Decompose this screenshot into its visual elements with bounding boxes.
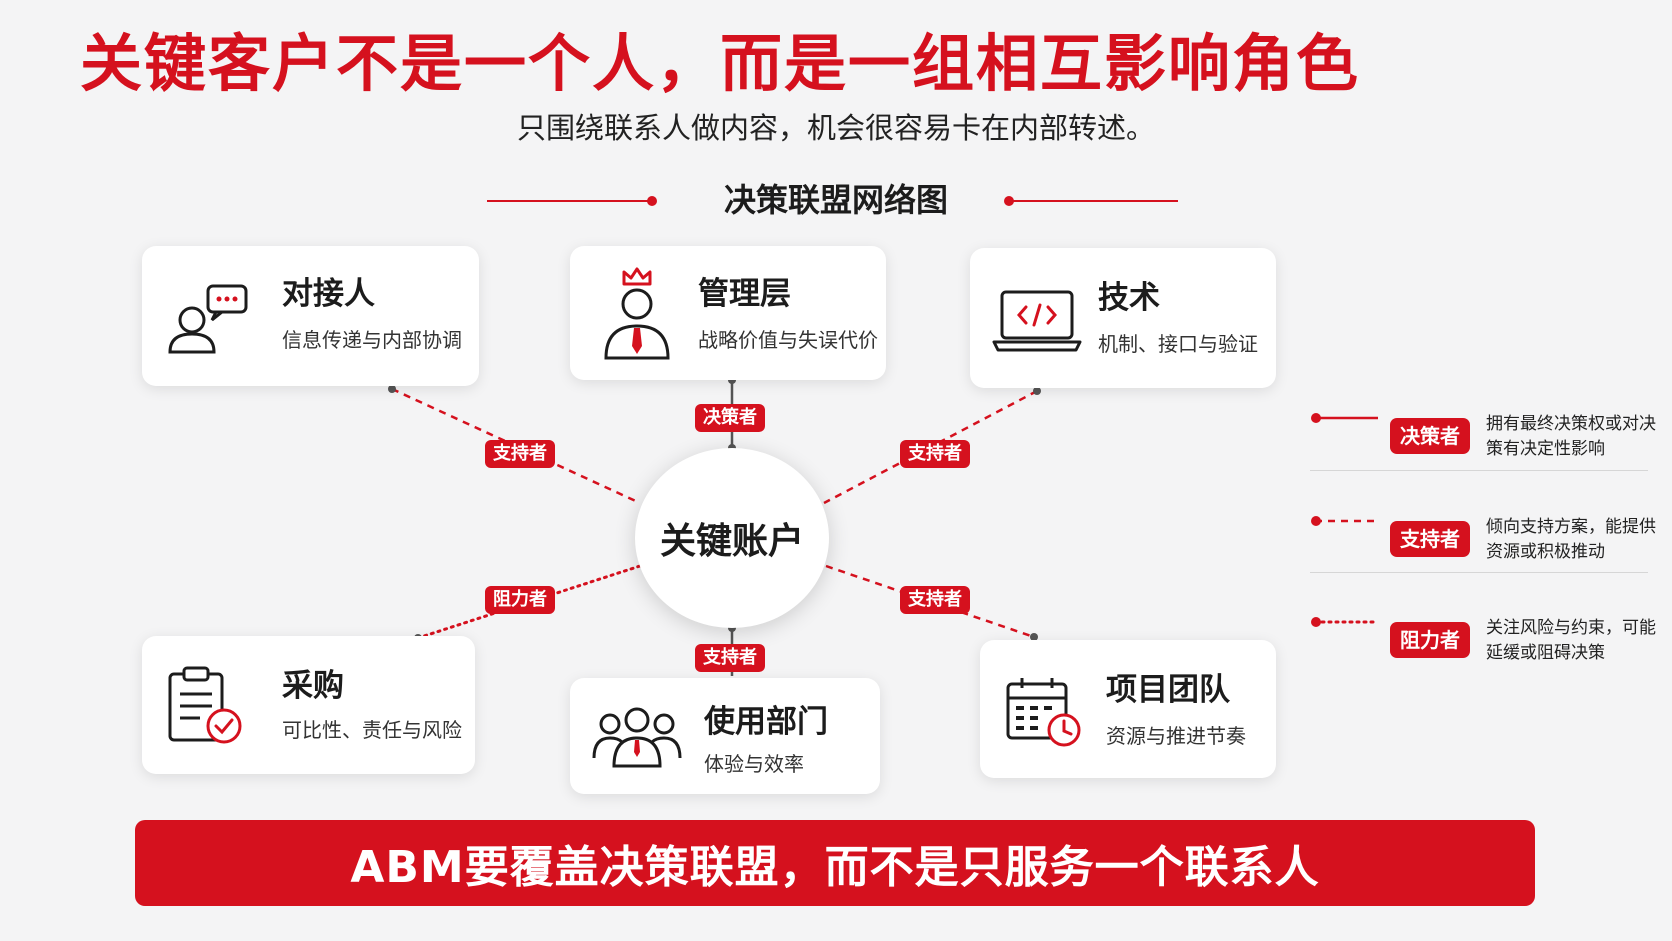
role-desc: 可比性、责任与风险 xyxy=(282,718,462,742)
relation-tag-users: 支持者 xyxy=(695,644,765,672)
role-title: 对接人 xyxy=(282,276,375,312)
team-group-icon xyxy=(592,707,682,768)
role-card-tech: 技术 机制、接口与验证 xyxy=(970,248,1276,388)
role-title: 项目团队 xyxy=(1106,672,1230,708)
legend-desc: 倾向支持方案，能提供资源或积极推动 xyxy=(1486,517,1656,562)
role-desc: 资源与推进节奏 xyxy=(1106,724,1246,748)
page-title: 关键客户不是一个人，而是一组相互影响角色 xyxy=(79,27,1360,100)
legend-item-supporter: 支持者 倾向支持方案，能提供资源或积极推动 xyxy=(1310,501,1656,581)
legend-divider xyxy=(1310,572,1648,573)
role-card-procurement: 采购 可比性、责任与风险 xyxy=(142,636,475,774)
page-subtitle: 只围绕联系人做内容，机会很容易卡在内部转述。 xyxy=(516,111,1155,145)
role-title: 管理层 xyxy=(698,276,791,312)
calendar-clock-icon xyxy=(1006,678,1081,747)
role-card-project: 项目团队 资源与推进节奏 xyxy=(980,640,1276,778)
conclusion-banner: ABM要覆盖决策联盟，而不是只服务一个联系人 xyxy=(135,820,1535,906)
section-divider-dot-right xyxy=(1004,196,1014,206)
role-desc: 信息传递与内部协调 xyxy=(282,328,462,352)
role-card-contact: 对接人 信息传递与内部协调 xyxy=(142,246,479,386)
relation-tag-management: 决策者 xyxy=(695,404,765,432)
section-title: 决策联盟网络图 xyxy=(723,181,948,219)
legend-desc: 拥有最终决策权或对决策有决定性影响 xyxy=(1486,414,1656,459)
relation-tag-tech: 支持者 xyxy=(900,440,970,468)
section-divider-left xyxy=(487,200,652,202)
clipboard-check-icon xyxy=(168,666,242,744)
relation-tag-procurement: 阻力者 xyxy=(485,586,555,614)
relation-tag-contact: 支持者 xyxy=(485,440,555,468)
legend-item-blocker: 阻力者 关注风险与约束，可能延缓或阻碍决策 xyxy=(1310,602,1656,682)
role-title: 使用部门 xyxy=(704,704,828,740)
crowned-executive-icon xyxy=(604,267,670,360)
code-laptop-icon xyxy=(992,290,1082,352)
legend-divider xyxy=(1310,470,1648,471)
role-title: 技术 xyxy=(1098,280,1160,316)
role-card-users: 使用部门 体验与效率 xyxy=(570,678,880,794)
legend-badge: 支持者 xyxy=(1390,521,1470,557)
role-card-management: 管理层 战略价值与失误代价 xyxy=(570,246,886,380)
relation-tag-project: 支持者 xyxy=(900,586,970,614)
legend-desc: 关注风险与约束，可能延缓或阻碍决策 xyxy=(1486,618,1656,663)
legend-item-decider: 决策者 拥有最终决策权或对决策有决定性影响 xyxy=(1310,398,1656,478)
legend-badge: 阻力者 xyxy=(1390,622,1470,658)
chat-person-icon xyxy=(168,284,248,354)
section-divider-dot-left xyxy=(647,196,657,206)
role-title: 采购 xyxy=(282,668,344,704)
role-desc: 体验与效率 xyxy=(704,752,804,776)
role-desc: 战略价值与失误代价 xyxy=(698,328,878,352)
legend-badge: 决策者 xyxy=(1390,418,1470,454)
role-desc: 机制、接口与验证 xyxy=(1098,332,1258,356)
key-account-hub: 关键账户 xyxy=(635,448,829,628)
section-divider-right xyxy=(1010,200,1178,202)
